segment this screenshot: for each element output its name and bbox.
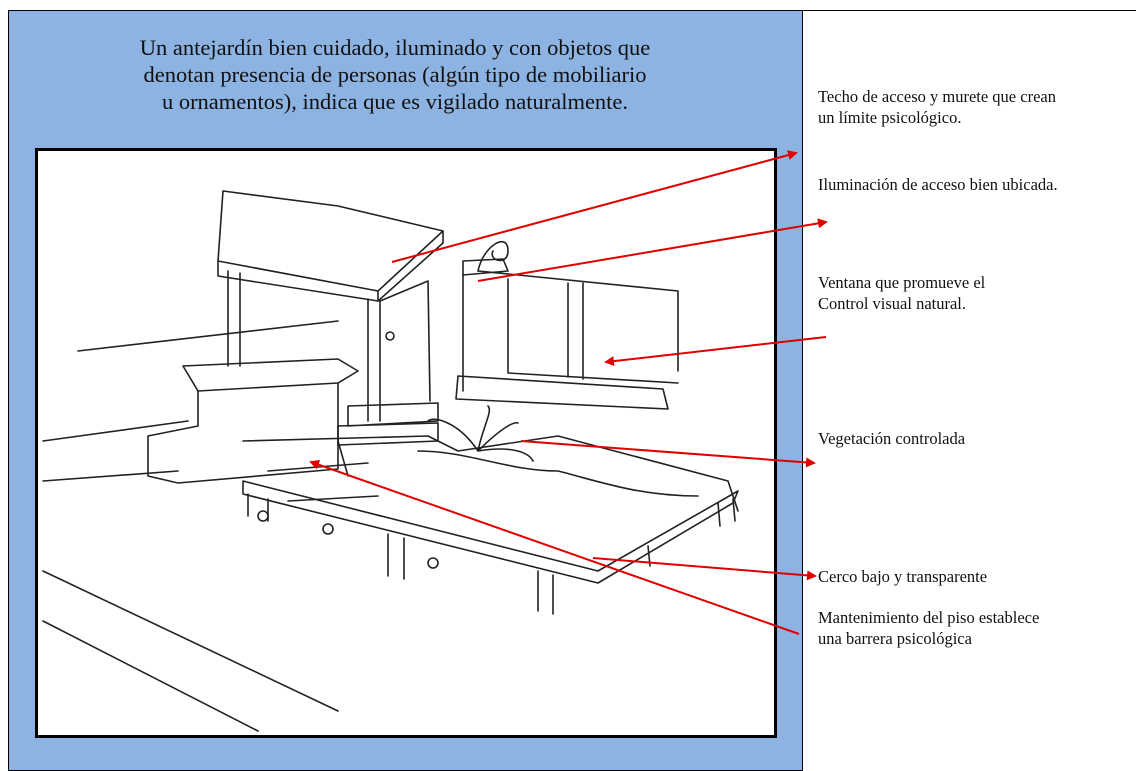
label-line: una barrera psicológica xyxy=(818,629,972,648)
label-line: Techo de acceso y murete que crean xyxy=(818,87,1056,106)
sketch-low-wall-body xyxy=(147,382,339,484)
caption-line: denotan presencia de personas (algún tip… xyxy=(143,62,647,87)
sketch-porch-roof xyxy=(217,190,444,292)
sketch-flower xyxy=(322,523,334,535)
sketch-door xyxy=(379,280,431,402)
sketch-fence-posts xyxy=(247,493,736,615)
sketch-column xyxy=(367,298,381,422)
caption-text: Un antejardín bien cuidado, iluminado y … xyxy=(60,34,730,115)
label-window: Ventana que promueve el Control visual n… xyxy=(818,272,1118,314)
arrow-fence xyxy=(592,557,817,581)
sketch-street-line xyxy=(42,620,259,732)
sketch-garden-edge xyxy=(242,435,739,512)
caption-line: u ornamentos), indica que es vigilado na… xyxy=(161,89,629,114)
sketch-flower xyxy=(257,510,269,522)
sketch-lamp-head xyxy=(462,258,509,276)
sketch-porch-roof-edge xyxy=(217,260,379,302)
label-line: un límite psicológico. xyxy=(818,108,962,127)
sketch-porch-roof-side xyxy=(377,230,444,302)
caption-line: Un antejardín bien cuidado, iluminado y … xyxy=(139,35,651,60)
sketch-street-line xyxy=(42,470,179,482)
sketch-facade xyxy=(462,270,679,392)
house-sketch xyxy=(42,190,739,732)
sketch-flower xyxy=(427,557,439,569)
sketch-street-line xyxy=(42,420,189,442)
labels-panel xyxy=(803,10,1136,771)
sketch-window-sill xyxy=(455,375,669,410)
label-line: Control visual natural. xyxy=(818,294,967,313)
arrow-vegetation xyxy=(520,440,816,468)
sketch-lamp-arm xyxy=(477,240,509,272)
sketch-door-knob xyxy=(385,331,395,341)
arrow-floor xyxy=(309,459,800,635)
label-fence: Cerco bajo y transparente xyxy=(818,567,988,586)
house-sketch-frame xyxy=(35,148,777,738)
label-roof: Techo de acceso y murete que crean un lí… xyxy=(818,86,1136,128)
arrow-roof xyxy=(391,150,798,263)
sketch-plant xyxy=(427,405,534,462)
label-lighting: Iluminación de acceso bien ubicada. xyxy=(818,175,1058,194)
arrow-window xyxy=(604,336,827,367)
label-floor: Mantenimiento del piso establece una bar… xyxy=(818,607,1136,649)
sketch-street-line xyxy=(77,320,339,352)
label-vegetation: Vegetación controlada xyxy=(818,429,966,448)
label-line: Mantenimiento del piso establece xyxy=(818,608,1040,627)
sketch-street-line xyxy=(42,570,339,712)
arrow-lighting xyxy=(477,218,828,282)
sketch-column xyxy=(227,270,241,367)
sketch-garden-bed xyxy=(417,450,699,497)
sketch-low-wall xyxy=(182,358,359,392)
sketch-window xyxy=(507,278,679,384)
label-line: Ventana que promueve el xyxy=(818,273,986,292)
